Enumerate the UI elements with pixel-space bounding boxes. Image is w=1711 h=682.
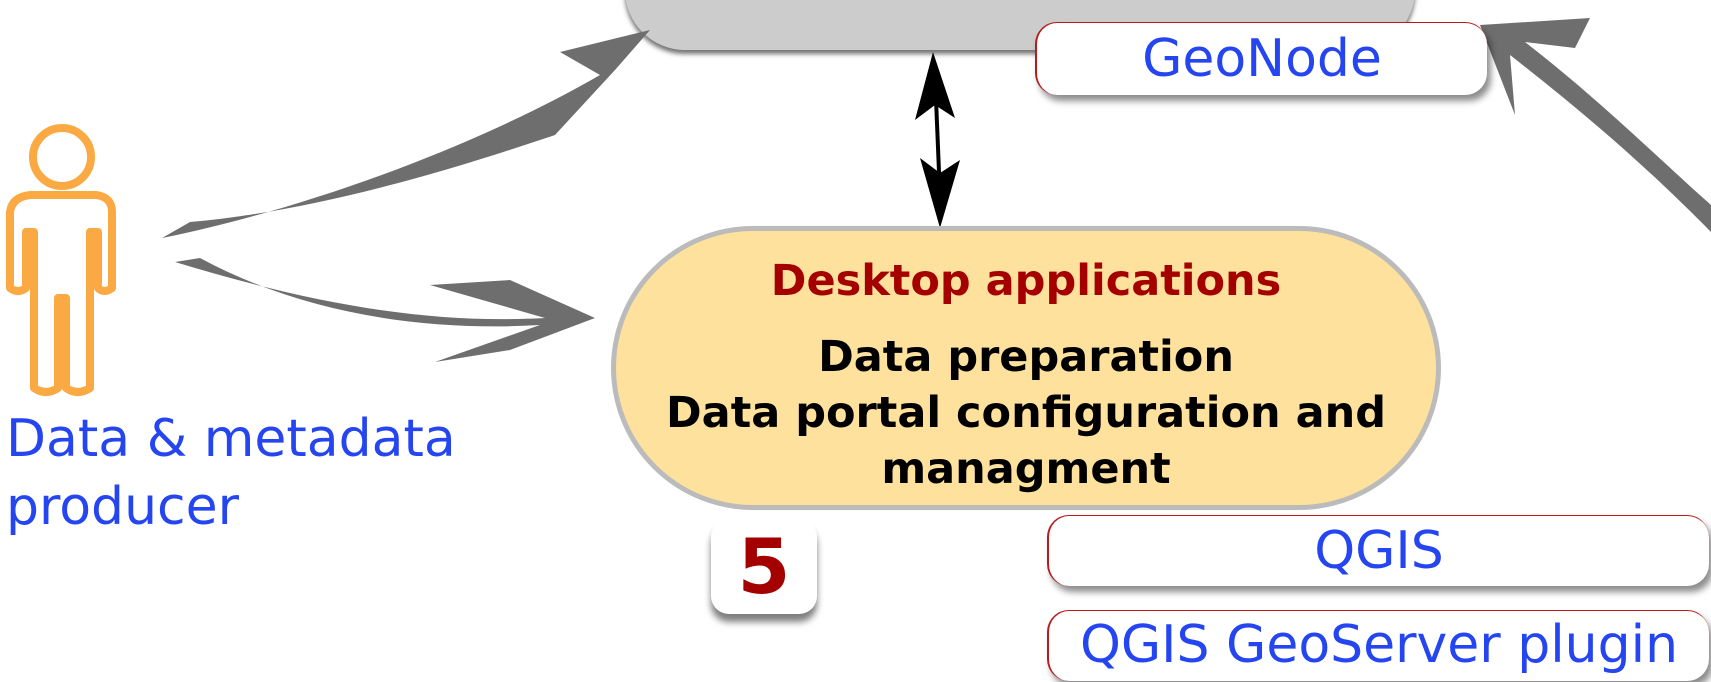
qgis-geoserver-plugin-tag[interactable]: QGIS GeoServer plugin: [1047, 610, 1709, 681]
task-line: Data preparation: [818, 332, 1234, 382]
actor-label-line: Data & metadata: [6, 409, 456, 469]
actor-label: Data & metadata producer: [6, 405, 506, 541]
desktop-applications-box: Desktop applications Data preparation Da…: [611, 226, 1441, 510]
task-line: managment: [881, 444, 1171, 494]
producer-to-desktop-arrow: [175, 258, 595, 362]
person-icon: [6, 124, 116, 396]
external-to-geonode-arrow: [1480, 18, 1711, 232]
step-number-badge: 5: [711, 519, 817, 614]
qgis-tag[interactable]: QGIS: [1047, 515, 1709, 586]
actor-label-line: producer: [6, 477, 239, 537]
producer-to-portal-arrow: [162, 30, 650, 238]
double-arrow-icon: [915, 52, 960, 228]
geonode-tag[interactable]: GeoNode: [1035, 22, 1487, 95]
task-line: Data portal configuration and: [665, 388, 1387, 438]
desktop-task-list: Data preparation Data portal configurati…: [616, 329, 1436, 497]
desktop-applications-title: Desktop applications: [770, 256, 1282, 306]
